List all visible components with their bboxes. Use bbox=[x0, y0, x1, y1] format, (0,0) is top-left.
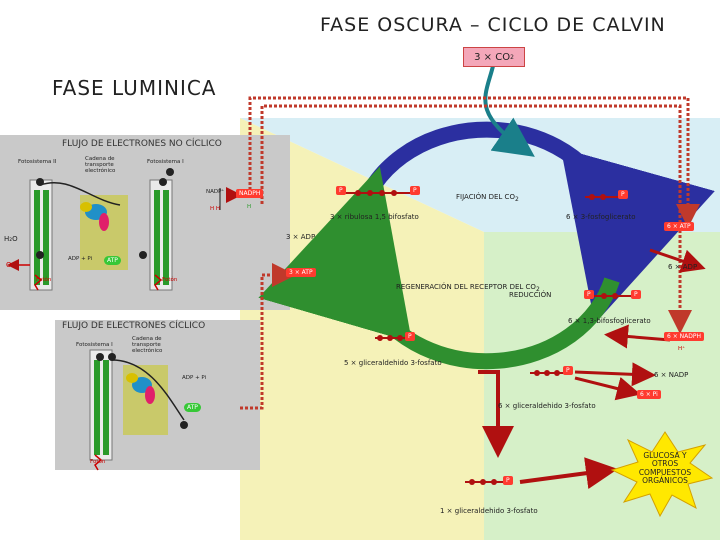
cyclic-header: FLUJO DE ELECTRONES CÍCLICO bbox=[62, 321, 206, 331]
cycle-blue-arc-right bbox=[560, 148, 715, 324]
photon-label-1: Fotón bbox=[36, 277, 52, 283]
nadp-out-arrow bbox=[574, 362, 656, 387]
h-plus-calvin-label: H⁺ bbox=[678, 346, 686, 352]
adp-out-6-label: 6 × ADP bbox=[668, 263, 698, 271]
g3p-recycle-chain bbox=[375, 335, 408, 341]
cycle-green-arc-left bbox=[258, 166, 413, 343]
ps1-label: Fotosistema I bbox=[147, 159, 184, 165]
fixation-sub: 2 bbox=[514, 196, 519, 203]
electron-chain-label: Cadena de transporte electrónico bbox=[85, 156, 116, 174]
g3p-total-chain bbox=[530, 370, 566, 376]
ribulose-phosphate-right: P bbox=[410, 186, 420, 195]
g3p-5-label: 5 × gliceraldehido 3-fosfato bbox=[344, 359, 442, 367]
bpg-phosphate-right: P bbox=[631, 290, 641, 299]
cyclic-photon-label: Fotón bbox=[90, 459, 106, 465]
g3p-output-phosphate: P bbox=[503, 476, 513, 485]
adp-out-3-label: 3 × ADP bbox=[286, 233, 316, 241]
nadph-tag: NADPH bbox=[236, 189, 264, 198]
pi-out-arrow bbox=[574, 376, 641, 401]
oxygen-label: O bbox=[6, 261, 12, 269]
g3p-6-label: 6 × gliceraldehido 3-fosfato bbox=[498, 402, 596, 410]
g3p-1-label: 1 × gliceraldehido 3-fosfato bbox=[440, 507, 538, 515]
h-plus-label: H bbox=[247, 204, 252, 210]
g3p-recycle-phosphate: P bbox=[405, 332, 415, 341]
noncyclic-header: FLUJO DE ELECTRONES NO CÍCLICO bbox=[62, 139, 222, 149]
glucose-label: GLUCOSA Y OTROS COMPUESTOS ORGÁNICOS bbox=[638, 451, 692, 485]
g3p-total-phosphate: P bbox=[563, 366, 573, 375]
glucose-star bbox=[610, 431, 714, 518]
regeneration-label: REGENERACIÓN DEL RECEPTOR DEL CO2 bbox=[396, 283, 540, 293]
nadph-in-arrow bbox=[604, 324, 671, 349]
co2-input-label: 3 × CO bbox=[474, 51, 511, 63]
phosphoglycerate-label: 6 × 3-fosfoglicerato bbox=[566, 213, 636, 221]
fixation-text: FIJACIÓN DEL CO bbox=[456, 193, 515, 201]
phosphoglycerate-phosphate: P bbox=[618, 190, 628, 199]
ps2-label: Fotosistema II bbox=[18, 159, 57, 165]
to-glucose-arrow bbox=[519, 457, 618, 490]
g3p-output-chain bbox=[465, 479, 505, 485]
g3p-output-arrow bbox=[478, 370, 514, 458]
adp-pi-label: ADP + Pi bbox=[68, 256, 93, 262]
water-label: H₂O bbox=[4, 235, 18, 243]
cyclic-ps1-label: Fotosistema I bbox=[76, 342, 113, 348]
cyclic-photosystem-complex bbox=[89, 349, 188, 471]
atp-tag: ATP bbox=[104, 256, 121, 265]
h-plus-h-label: H H bbox=[210, 206, 221, 212]
ribulose-chain bbox=[345, 190, 412, 196]
bisphosphoglycerate-label: 6 × 1,3-bifosfoglicerato bbox=[568, 317, 651, 325]
nadp-plus-label: NADP⁺ bbox=[206, 189, 225, 195]
light-phase-title: FASE LUMINICA bbox=[52, 76, 217, 100]
regeneration-sub: 2 bbox=[535, 286, 540, 293]
nadp-out-label: 6 × NADP bbox=[654, 371, 689, 379]
pi-out-tag: 6 × Pi bbox=[637, 390, 661, 399]
bisphosphoglycerate-chain bbox=[592, 293, 632, 299]
regeneration-text: REGENERACIÓN DEL RECEPTOR DEL CO bbox=[396, 283, 536, 291]
ribulose-label: 3 × ribulosa 1,5 bifosfato bbox=[330, 213, 419, 221]
atp-in-3-tag: 3 × ATP bbox=[286, 268, 316, 277]
adp-out-arrow bbox=[649, 248, 706, 273]
dashed-atp-link bbox=[248, 96, 700, 228]
dashed-cyclic-atp-link bbox=[240, 263, 296, 410]
ribulose-phosphate-left: P bbox=[336, 186, 346, 195]
dashed-nadph-link bbox=[260, 104, 692, 334]
dark-phase-title: FASE OSCURA – CICLO DE CALVIN bbox=[320, 14, 666, 36]
cyclic-chain-label: Cadena de transporte electrónico bbox=[132, 336, 163, 354]
phosphoglycerate-chain bbox=[585, 194, 618, 200]
bpg-phosphate-left: P bbox=[584, 290, 594, 299]
fixation-label: FIJACIÓN DEL CO2 bbox=[456, 193, 519, 203]
cyclic-atp-tag: ATP bbox=[184, 403, 201, 412]
atp-in-6-tag: 6 × ATP bbox=[664, 222, 694, 231]
photon-label-2: Fotón bbox=[162, 277, 178, 283]
co2-input-sub: 2 bbox=[510, 53, 514, 61]
nadph-in-tag: 6 × NADPH bbox=[664, 332, 705, 341]
reduction-label: REDUCCIÓN bbox=[509, 291, 552, 299]
cyclic-adp-pi-label: ADP + Pi bbox=[182, 375, 207, 381]
